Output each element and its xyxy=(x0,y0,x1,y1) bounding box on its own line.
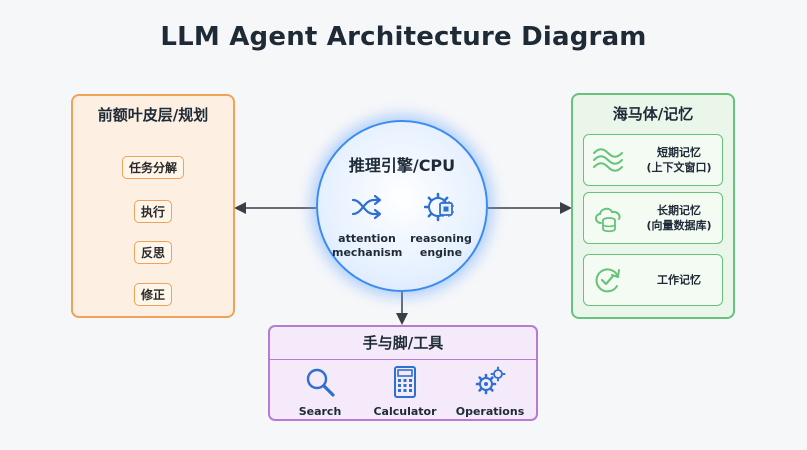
diagram-title: LLM Agent Architecture Diagram xyxy=(160,22,647,52)
search-icon xyxy=(306,368,335,397)
tool-operations-label: Operations xyxy=(455,405,525,418)
planning-title: 前额叶皮层/规划 xyxy=(97,106,209,124)
shuffle-icon xyxy=(351,194,382,220)
step-correct: 修正 xyxy=(133,283,173,306)
memory-title: 海马体/记忆 xyxy=(612,105,694,123)
attention-item: attention mechanism xyxy=(332,192,402,260)
long-term-memory-line2: (向量数据库) xyxy=(646,219,712,232)
gear-chip-icon xyxy=(423,192,454,222)
reasoning-label-line1: reasoning xyxy=(410,232,472,245)
step-execute: 执行 xyxy=(133,200,173,223)
tool-calculator: Calculator xyxy=(365,365,445,418)
working-memory-card: 工作记忆 xyxy=(583,254,723,306)
attention-label-line1: attention xyxy=(338,232,396,245)
tool-operations: Operations xyxy=(450,365,530,418)
long-term-memory-card: 长期记忆 (向量数据库) xyxy=(583,192,723,244)
tools-title: 手与脚/工具 xyxy=(270,327,536,360)
tool-calculator-label: Calculator xyxy=(373,405,437,418)
reasoning-label-line2: engine xyxy=(419,246,463,259)
tool-search: Search xyxy=(280,365,360,418)
step-reflect: 反思 xyxy=(133,241,173,264)
reasoning-item: reasoning engine xyxy=(406,192,476,260)
working-memory-line1: 工作记忆 xyxy=(657,273,701,287)
refresh-check-icon xyxy=(595,268,620,293)
engine-title: 推理引擎/CPU xyxy=(348,156,456,175)
cloud-database-icon xyxy=(595,207,621,233)
short-term-memory-line2: (上下文窗口) xyxy=(646,161,712,174)
gears-icon xyxy=(475,366,506,395)
step-task-decomposition: 任务分解 xyxy=(121,156,185,179)
reasoning-engine-circle: 推理引擎/CPU attention mechanism xyxy=(316,120,488,292)
short-term-memory-card: 短期记忆 (上下文窗口) xyxy=(583,134,723,186)
waves-icon xyxy=(593,148,623,172)
memory-panel: 海马体/记忆 短期记忆 (上下文窗口) 长期记忆 (向量数据库) xyxy=(571,93,735,319)
long-term-memory-line1: 长期记忆 xyxy=(657,204,701,217)
calculator-icon xyxy=(394,366,416,398)
short-term-memory-line1: 短期记忆 xyxy=(657,146,701,159)
tool-search-label: Search xyxy=(298,405,342,418)
planning-panel: 前额叶皮层/规划 任务分解 执行 反思 修正 xyxy=(71,94,235,318)
attention-label-line2: mechanism xyxy=(332,246,403,259)
tools-panel: 手与脚/工具 Search Calculator xyxy=(268,325,538,421)
